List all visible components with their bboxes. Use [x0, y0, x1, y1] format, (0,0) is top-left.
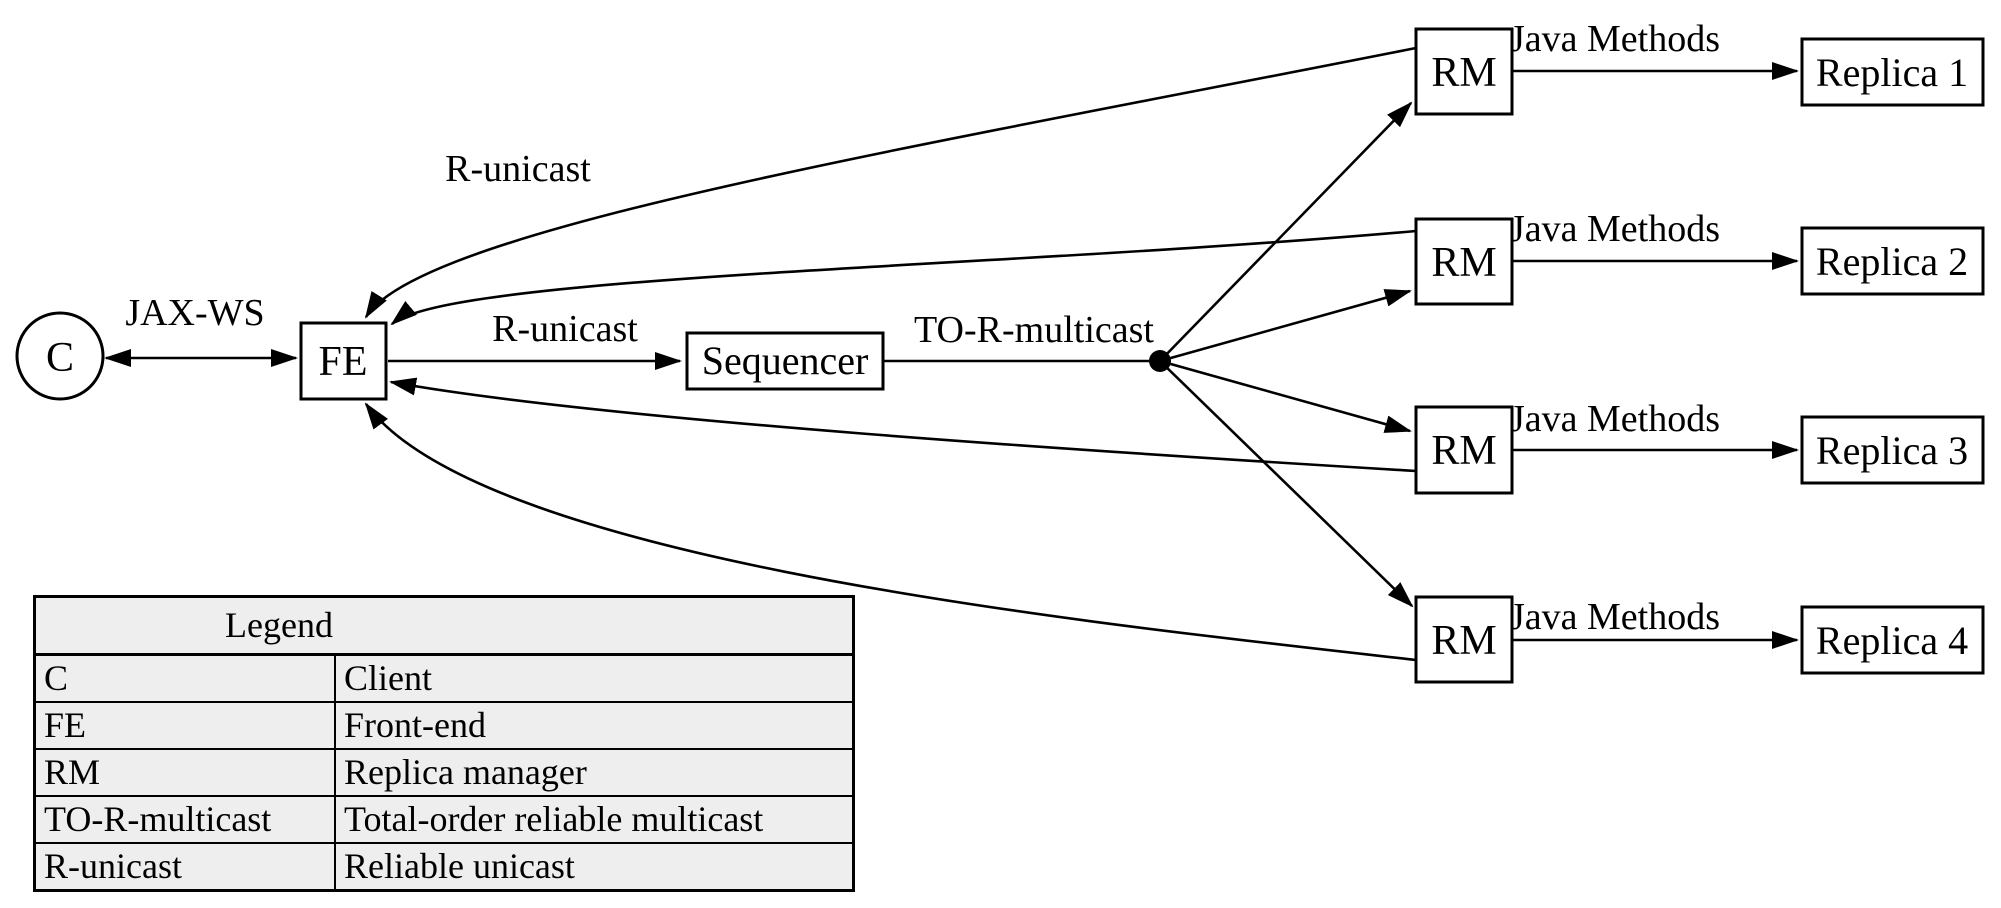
replica4-label: Replica 4 — [1816, 618, 1968, 663]
edge-junction-rm4 — [1159, 360, 1414, 608]
legend-row-client: C Client — [36, 656, 852, 703]
node-rm3 — [1414, 405, 1514, 495]
client-label: C — [46, 335, 74, 381]
sequencer-label: Sequencer — [702, 338, 869, 383]
legend-title: Legend — [36, 598, 852, 656]
replica2-label: Replica 2 — [1816, 239, 1968, 284]
node-rm4 — [1414, 595, 1514, 684]
to-r-multicast-label: TO-R-multicast — [914, 309, 1154, 351]
java-methods-label-1: Java Methods — [1510, 18, 1720, 60]
legend-row-frontend: FE Front-end — [36, 703, 852, 750]
node-frontend — [299, 321, 388, 401]
r-unicast-return-label: R-unicast — [445, 148, 591, 190]
jax-ws-label: JAX-WS — [125, 292, 264, 334]
node-replica1 — [1800, 37, 1985, 107]
legend-definition: Total-order reliable multicast — [344, 799, 764, 839]
legend-term: TO-R-multicast — [36, 797, 336, 842]
legend-row-rm: RM Replica manager — [36, 750, 852, 797]
java-methods-label-2: Java Methods — [1510, 208, 1720, 250]
edge-junction-rm2 — [1159, 289, 1412, 363]
node-rm1 — [1414, 27, 1514, 116]
edge-rm1-frontend-return — [364, 46, 1417, 319]
edge-junction-rm3 — [1159, 359, 1412, 433]
rm1-label: RM — [1431, 50, 1496, 96]
legend-definition: Front-end — [344, 705, 486, 745]
rm3-label: RM — [1431, 428, 1496, 474]
legend-definition: Reliable unicast — [344, 846, 575, 886]
legend-table: Legend C Client FE Front-end RM Replica … — [33, 595, 855, 892]
legend-definition: Client — [344, 658, 432, 698]
frontend-label: FE — [318, 339, 367, 385]
edge-junction-rm1 — [1159, 101, 1413, 362]
node-replica2 — [1800, 226, 1985, 296]
replica3-label: Replica 3 — [1816, 428, 1968, 473]
node-replica3 — [1800, 415, 1985, 485]
java-methods-label-3: Java Methods — [1510, 398, 1720, 440]
edge-rm3-frontend-return — [389, 377, 1417, 473]
node-sequencer — [685, 331, 885, 391]
legend-term: C — [36, 656, 336, 701]
replica1-label: Replica 1 — [1816, 50, 1968, 95]
node-replica4 — [1800, 605, 1985, 675]
r-unicast-label: R-unicast — [492, 308, 638, 350]
rm4-label: RM — [1431, 618, 1496, 664]
node-rm2 — [1414, 217, 1514, 306]
legend-term: FE — [36, 703, 336, 748]
legend-row-to-r-multicast: TO-R-multicast Total-order reliable mult… — [36, 797, 852, 844]
legend-term: R-unicast — [36, 844, 336, 889]
multicast-junction-dot — [1149, 350, 1171, 372]
java-methods-label-4: Java Methods — [1510, 596, 1720, 638]
legend-definition: Replica manager — [344, 752, 587, 792]
node-client — [15, 311, 105, 401]
edge-rm2-frontend-return — [390, 229, 1417, 326]
legend-row-r-unicast: R-unicast Reliable unicast — [36, 844, 852, 889]
edge-rm4-frontend-return — [364, 402, 1417, 662]
rm2-label: RM — [1431, 240, 1496, 286]
legend-term: RM — [36, 750, 336, 795]
